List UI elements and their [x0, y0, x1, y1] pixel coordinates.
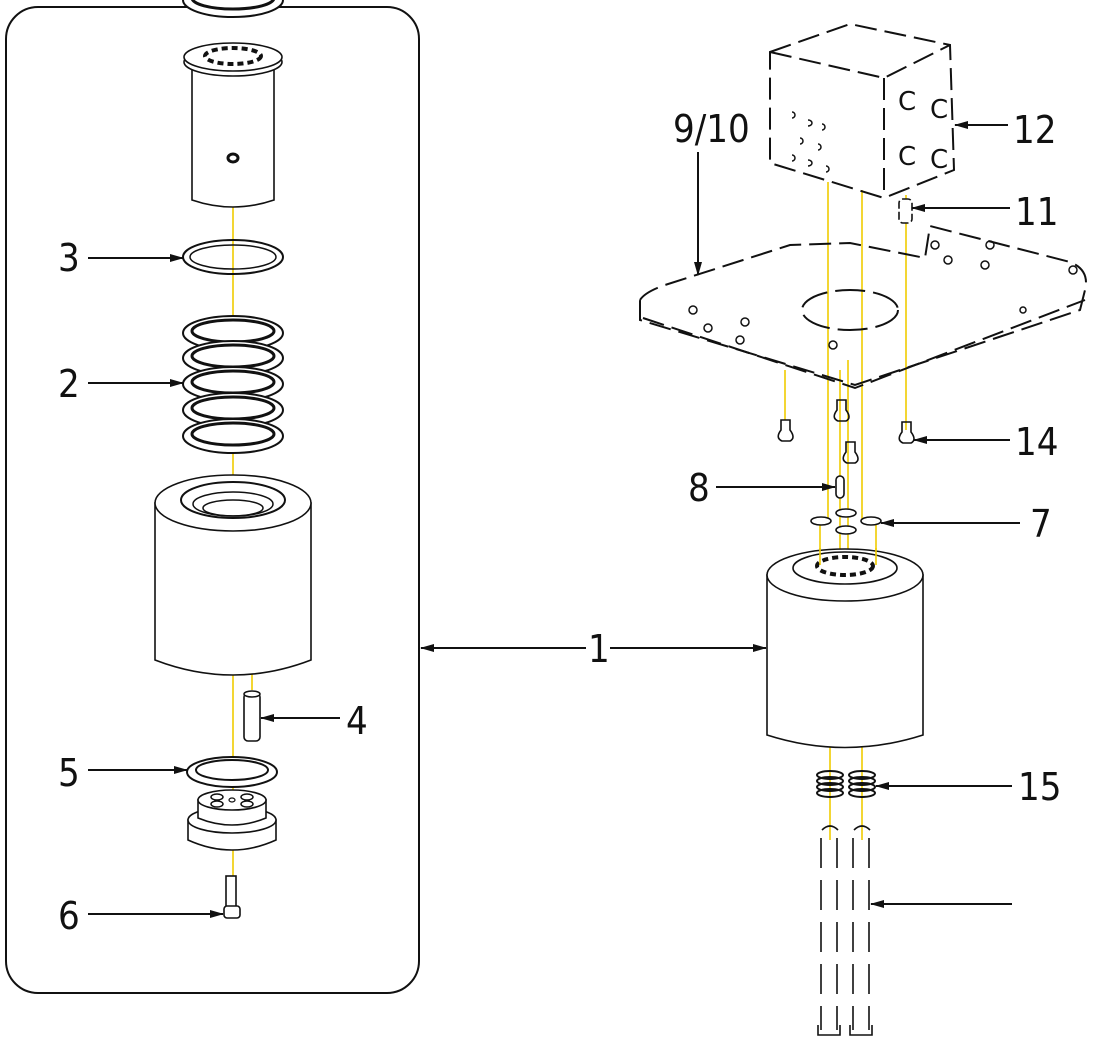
callout-6-label: 6: [58, 894, 80, 938]
part-11-dowel: [898, 198, 913, 224]
svg-text:C: C: [898, 87, 916, 117]
callout-9-10-label: 9/10: [673, 107, 750, 151]
callout-4: 4: [260, 699, 368, 743]
callout-2: 2: [58, 362, 184, 406]
body-cylinder-right: [766, 548, 924, 749]
callout-9-10: 9/10: [673, 107, 750, 276]
callout-12-label: 12: [1013, 108, 1057, 152]
part-15-rods: [817, 825, 873, 1036]
part-2-seal-stack: [181, 0, 285, 455]
callout-5: 5: [58, 751, 188, 795]
callout-14-label: 15: [1018, 765, 1062, 809]
part-6-screw: [223, 875, 241, 919]
callout-5-label: 5: [58, 751, 80, 795]
callout-6: 6: [58, 894, 224, 938]
callout-1-label: 1: [588, 627, 610, 671]
svg-text:C: C: [930, 145, 948, 175]
callout-13-label: 14: [1015, 420, 1059, 464]
part-13-screws: [777, 399, 915, 464]
callout-3: 3: [58, 236, 184, 280]
part-9-10-mounting-plate: [639, 224, 1087, 390]
callout-1: 1: [420, 627, 767, 671]
callout-11: 11: [911, 190, 1059, 234]
body-cylinder-left: [154, 474, 312, 676]
part-4-pin: [243, 690, 261, 742]
part-7-washers: [810, 508, 882, 535]
part-8-pin: [835, 475, 845, 499]
callout-7: 7: [880, 502, 1052, 546]
callout-8-label: 8: [688, 466, 710, 510]
svg-text:C: C: [898, 142, 916, 172]
callout-8: 8: [688, 466, 836, 510]
callout-11-label: 11: [1015, 190, 1059, 234]
callout-4-label: 4: [346, 699, 368, 743]
callout-12: 12: [954, 108, 1057, 152]
callout-7-label: 7: [1030, 502, 1052, 546]
part-14-springs: [816, 770, 876, 798]
callout-3-label: 3: [58, 236, 80, 280]
callout-14: 15: [875, 765, 1062, 809]
sleeve-part: [183, 42, 283, 208]
svg-text:C: C: [930, 95, 948, 125]
bottom-cap: [187, 789, 277, 851]
part-5-seal-ring: [186, 756, 278, 788]
callout-13: 14: [913, 420, 1059, 464]
callout-2-label: 2: [58, 362, 80, 406]
part-12-valve-block: C C C C: [769, 22, 956, 200]
